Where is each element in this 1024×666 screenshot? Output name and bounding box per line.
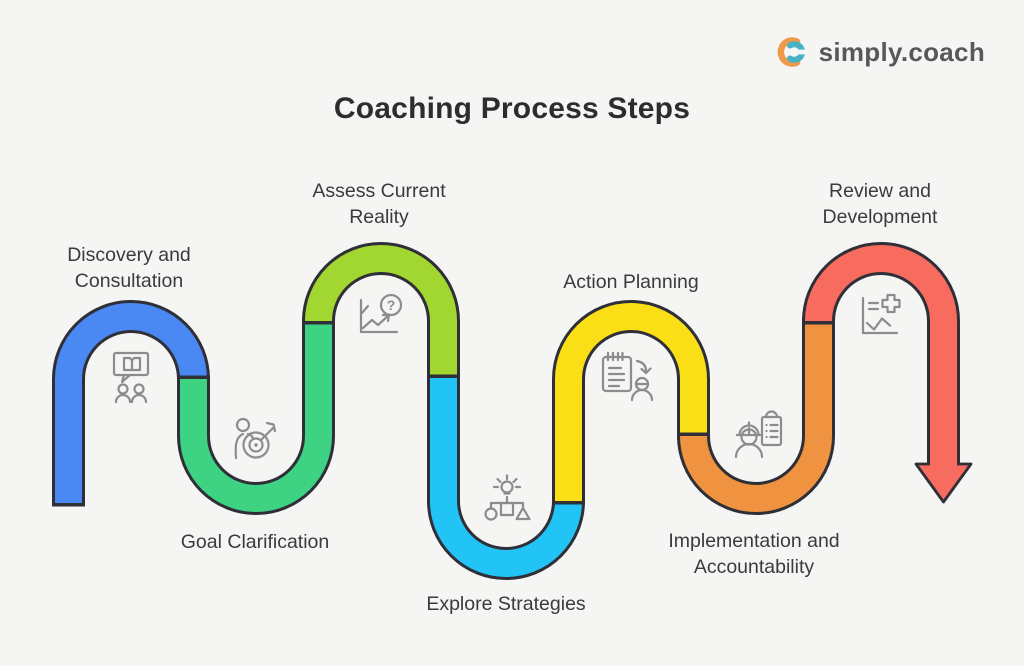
step-label-goal: Goal Clarification: [180, 531, 330, 553]
chart-plus-icon: [861, 293, 901, 335]
step-path-explore: [427, 374, 585, 580]
page-title: Coaching Process Steps: [333, 92, 691, 125]
step-label-implementation: Implementation and Accountability: [668, 530, 840, 578]
step-path-implementation: [677, 317, 835, 515]
worker-checklist-icon: [734, 410, 783, 459]
person-target-dart-icon: [234, 417, 277, 460]
simply-coach-logo-icon: [777, 37, 810, 67]
arrow-end-icon: [916, 464, 971, 502]
step-label-discovery: Discovery and Consultation: [67, 244, 191, 292]
step-path-action: [552, 300, 710, 505]
brand-logo: simply.coach: [776, 35, 985, 69]
step-path-goal: [177, 317, 335, 515]
lightbulb-flowchart-icon: [484, 474, 531, 521]
svg-text:?: ?: [387, 297, 396, 313]
chart-question-icon: ?: [359, 293, 403, 334]
notepad-assign-person-icon: [601, 351, 654, 402]
step-label-action: Action Planning: [563, 271, 699, 293]
step-path-review: [802, 242, 973, 504]
step-label-explore: Explore Strategies: [426, 593, 586, 615]
step-label-review: Review and Development: [822, 180, 938, 228]
step-label-assess: Assess Current Reality: [312, 180, 446, 228]
step-path-discovery: [52, 300, 210, 507]
step-path-assess: [302, 242, 460, 382]
speech-bubble-book-people-icon: [112, 351, 150, 404]
brand-logo-text: simply.coach: [818, 36, 985, 67]
